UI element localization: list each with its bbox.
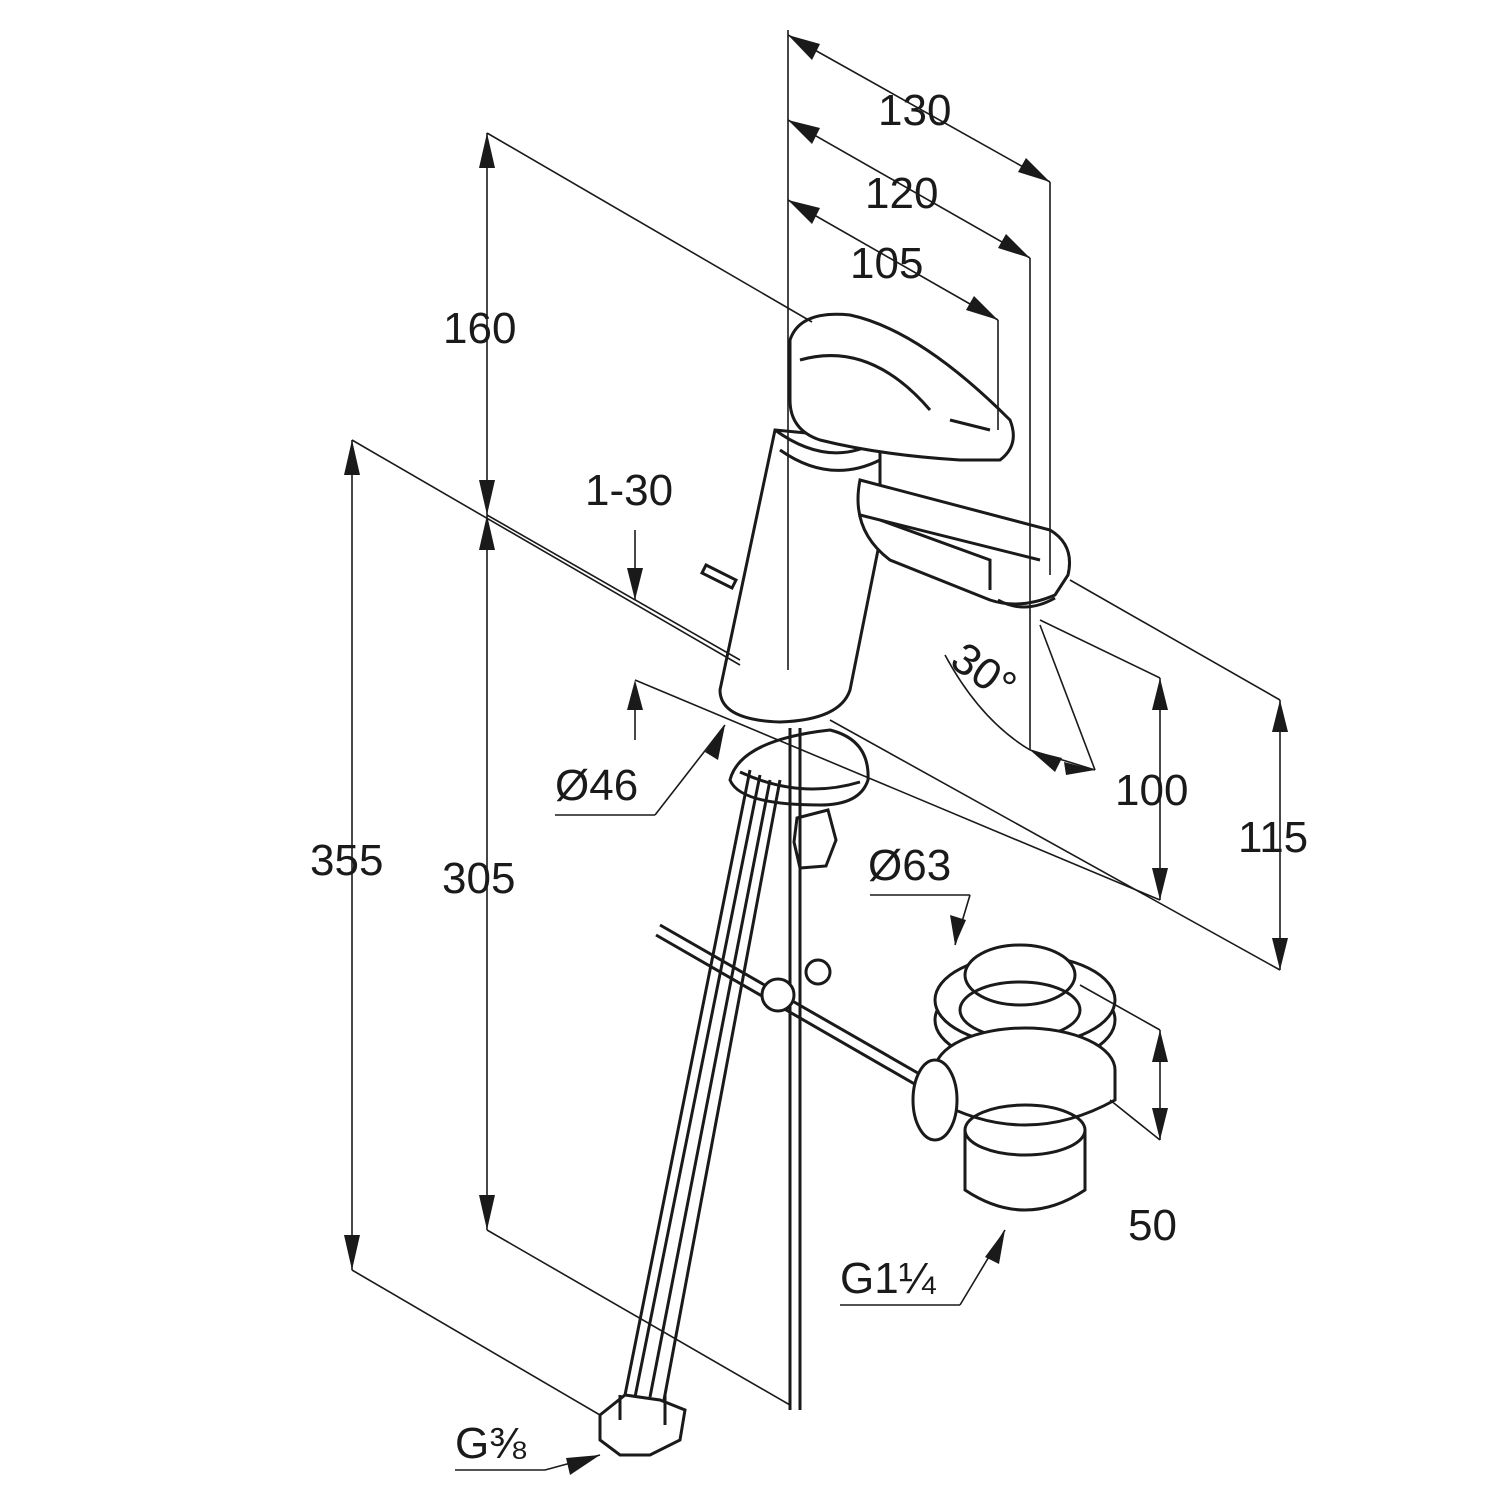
dimension-arrows xyxy=(344,35,1288,1475)
label-305: 305 xyxy=(442,854,515,903)
faucet-body xyxy=(699,312,1071,870)
label-50: 50 xyxy=(1128,1201,1177,1250)
label-130: 130 xyxy=(878,86,951,135)
label-100: 100 xyxy=(1115,766,1188,815)
label-115: 115 xyxy=(1238,813,1308,862)
label-diameter-46: Ø46 xyxy=(555,761,638,810)
label-1-30: 1-30 xyxy=(585,466,673,515)
supply-hoses xyxy=(598,728,802,1457)
label-g3-8: G⅜ xyxy=(455,1419,526,1468)
label-105: 105 xyxy=(850,239,923,288)
label-160: 160 xyxy=(443,304,516,353)
dimension-labels: 130 120 105 160 1-30 355 305 Ø46 30° 100… xyxy=(310,86,1308,1468)
popup-linkage xyxy=(655,923,931,1092)
label-g1-1-4: G1¼ xyxy=(840,1254,937,1303)
dimension-lines xyxy=(351,30,1281,1471)
popup-waste xyxy=(911,943,1117,1212)
label-355: 355 xyxy=(310,836,383,885)
label-diameter-63: Ø63 xyxy=(868,841,951,890)
label-30-degrees: 30° xyxy=(942,633,1025,711)
label-120: 120 xyxy=(865,169,938,218)
